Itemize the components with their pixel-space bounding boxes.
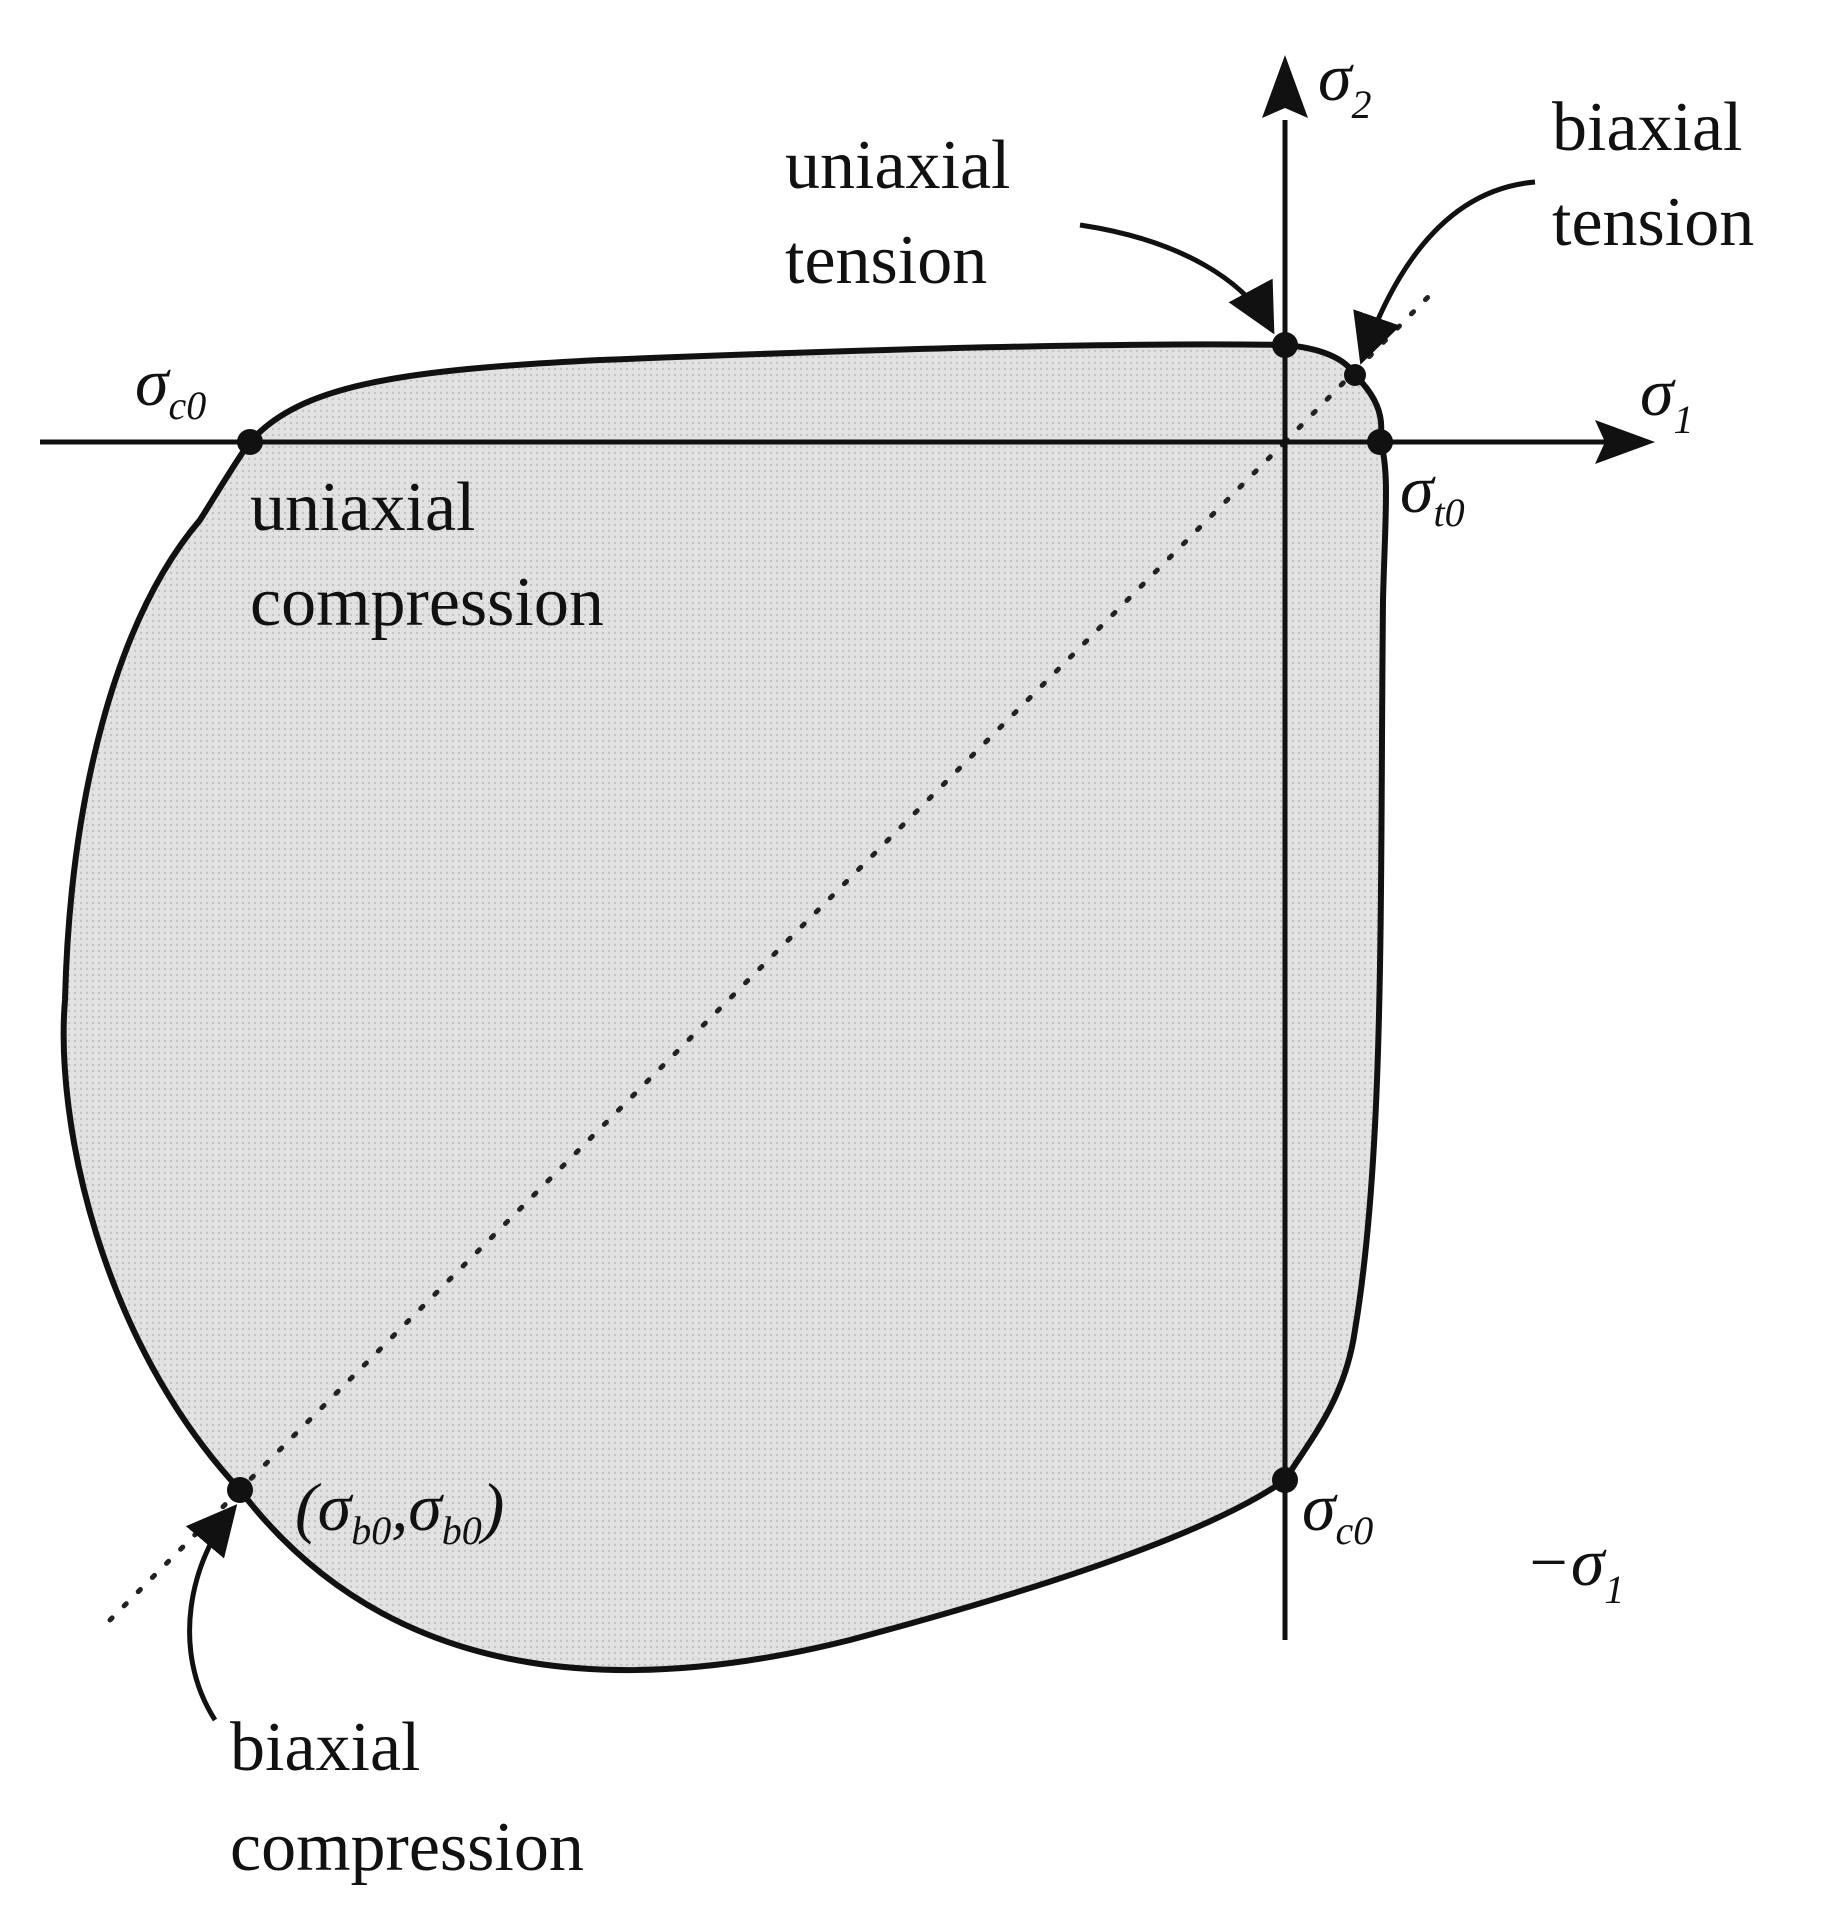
point-uniaxial-compression-sigma2 [1272,1467,1298,1493]
sigma2-label: σ2 [1318,39,1372,127]
sigma-t0-label: σt0 [1400,451,1465,535]
arrow-biaxial-compression [185,1504,238,1722]
point-uniaxial-tension-sigma2 [1272,332,1298,358]
biaxial-compression-label: biaxial compression [230,1709,584,1886]
uniaxial-compression-label: uniaxial compression [250,469,604,641]
sigma2-arrowhead [1262,55,1308,118]
neg-sigma1-label: −σ1 [1525,1524,1624,1612]
biaxial-tension-label: biaxial tension [1552,89,1760,261]
sigma-c0-left-label: σc0 [135,344,206,428]
failure-envelope [60,341,1390,1673]
sigma-c0-bottom-label: σc0 [1302,1469,1373,1553]
uniaxial-tension-label: uniaxial tension [785,127,1028,299]
point-uniaxial-compression [237,429,263,455]
point-biaxial-compression [227,1477,253,1503]
point-biaxial-tension [1344,364,1366,386]
sigma1-label: σ1 [1640,354,1694,442]
sigma1-arrowhead [1595,420,1655,464]
arrow-uniaxial-tension [1079,222,1275,335]
sigma-b0-pair-label: (σb0,σb0) [295,1469,504,1553]
arrow-biaxial-tension [1353,179,1536,365]
point-uniaxial-tension-sigma1 [1367,429,1393,455]
